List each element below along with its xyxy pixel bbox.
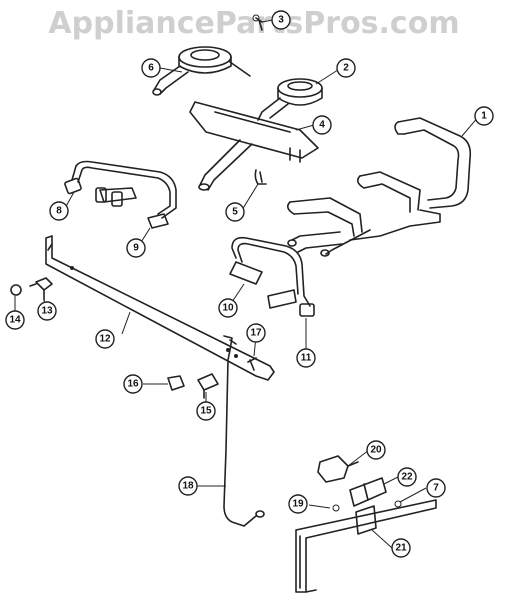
callout-19: 19 — [288, 494, 308, 514]
callout-15: 15 — [196, 401, 216, 421]
callout-label: 5 — [232, 207, 238, 218]
callout-label: 11 — [301, 353, 312, 364]
screw-17 — [247, 357, 257, 371]
bracket-4 — [189, 101, 319, 191]
callout-label: 7 — [433, 483, 439, 494]
callout-label: 22 — [401, 472, 413, 483]
gas-tube-8-9 — [64, 160, 177, 229]
callout-11: 11 — [296, 348, 316, 368]
callout-label: 20 — [370, 445, 382, 456]
callout-18: 18 — [178, 476, 198, 496]
callout-label: 15 — [200, 406, 212, 417]
callout-label: 12 — [99, 334, 111, 345]
callout-5: 5 — [225, 202, 245, 222]
callout-12: 12 — [95, 329, 115, 349]
gas-tube-10-11 — [229, 236, 315, 317]
callout-6: 6 — [141, 58, 161, 78]
callout-label: 8 — [56, 206, 62, 217]
callout-label: 17 — [250, 328, 262, 339]
callout-label: 9 — [133, 243, 139, 254]
watermark: AppliancePartsPros.com — [48, 6, 460, 41]
callout-1: 1 — [474, 106, 494, 126]
callout-8: 8 — [49, 201, 69, 221]
callout-label: 21 — [395, 543, 407, 554]
callout-label: 13 — [41, 306, 53, 317]
callout-9: 9 — [126, 238, 146, 258]
burner-2 — [257, 78, 323, 121]
gas-tube-18 — [223, 335, 265, 527]
valve-15-16 — [167, 373, 219, 399]
callout-label: 10 — [222, 303, 234, 314]
frame-21 — [295, 499, 437, 593]
screw-3 — [252, 14, 263, 31]
callout-label: 16 — [127, 379, 139, 390]
callout-16: 16 — [123, 374, 143, 394]
callout-20: 20 — [366, 440, 386, 460]
callout-21: 21 — [391, 538, 411, 558]
callout-label: 1 — [481, 111, 487, 122]
callout-14: 14 — [5, 310, 25, 330]
orifice-13-14 — [10, 277, 53, 301]
callout-label: 4 — [319, 120, 325, 131]
callout-4: 4 — [312, 115, 332, 135]
manifold-12 — [45, 235, 275, 381]
callout-label: 6 — [148, 63, 154, 74]
callout-10: 10 — [218, 298, 238, 318]
callout-13: 13 — [37, 301, 57, 321]
clip-5 — [254, 169, 267, 185]
callout-17: 17 — [246, 323, 266, 343]
callout-label: 2 — [343, 63, 349, 74]
callout-label: 3 — [278, 15, 284, 26]
callout-label: 14 — [9, 315, 21, 326]
burner-tube-1 — [286, 117, 472, 257]
callout-22: 22 — [397, 467, 417, 487]
callout-label: 19 — [292, 499, 304, 510]
callout-label: 18 — [182, 481, 194, 492]
callout-2: 2 — [336, 58, 356, 78]
burner-6 — [152, 46, 251, 96]
callout-7: 7 — [426, 478, 446, 498]
callout-3: 3 — [271, 10, 291, 30]
